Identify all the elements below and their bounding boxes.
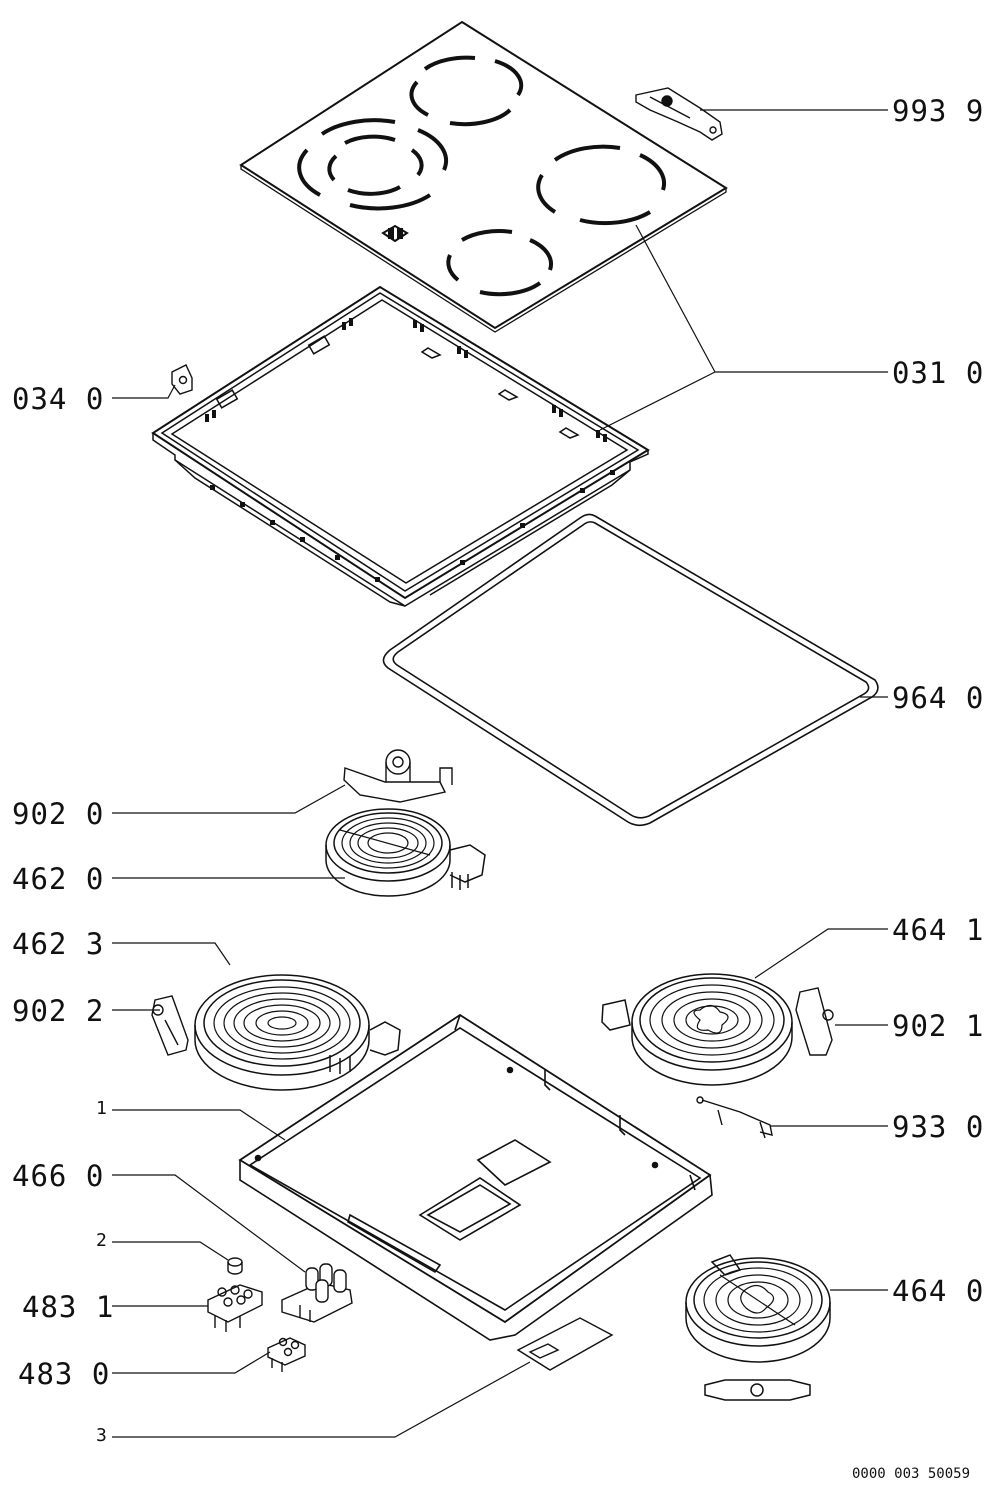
label-464-0: 464 0 [892,1274,985,1308]
gasket [382,513,879,827]
heater-bracket-right [795,987,834,1056]
label-933-0: 933 0 [892,1110,985,1144]
label-902-2: 902 2 [12,994,105,1028]
heater-bracket-left [151,995,189,1056]
radiant-heater-462 [325,808,486,897]
cover-plate [516,1317,614,1371]
radiant-heater-462-3 [194,974,401,1091]
drawing-code: 0000 003 50059 [852,1466,971,1482]
label-3: 3 [96,1425,107,1446]
cooking-zone-right [536,144,667,226]
label-483-0: 483 0 [18,1357,111,1391]
thermal-limiter [696,1096,773,1139]
label-902-1: 902 1 [892,1009,985,1043]
label-993-9: 993 9 [892,94,985,128]
radiant-heater-464-0 [685,1254,831,1401]
radiant-heater-464-1 [601,973,793,1086]
hot-indicator-icon [381,224,409,243]
label-464-1: 464 1 [892,913,985,947]
cooking-zone-left-dual [297,118,448,211]
cooking-zone-rear [409,55,524,127]
cooking-zone-front [446,229,553,297]
terminal-block-483-0 [267,1337,306,1372]
label-462-0: 462 0 [12,862,105,896]
glass-cooktop-top [239,20,728,333]
bracket-part [171,364,193,395]
label-964-0: 964 0 [892,681,985,715]
label-466-0: 466 0 [12,1159,105,1193]
terminal-block-483-1 [207,1284,263,1332]
cap-part [227,1257,243,1275]
label-1: 1 [96,1098,107,1119]
label-031-0: 031 0 [892,356,985,390]
heater-bracket-top [343,749,453,803]
label-902-0: 902 0 [12,797,105,831]
clip-part [635,87,723,141]
label-462-3: 462 3 [12,927,105,961]
leader-lines [112,109,888,1438]
cooktop-frame [151,285,650,607]
terminal-block-466 [281,1263,353,1323]
label-034-0: 034 0 [12,382,105,416]
label-2: 2 [96,1230,107,1251]
label-483-1: 483 1 [22,1290,115,1324]
base-tray [238,1013,713,1341]
